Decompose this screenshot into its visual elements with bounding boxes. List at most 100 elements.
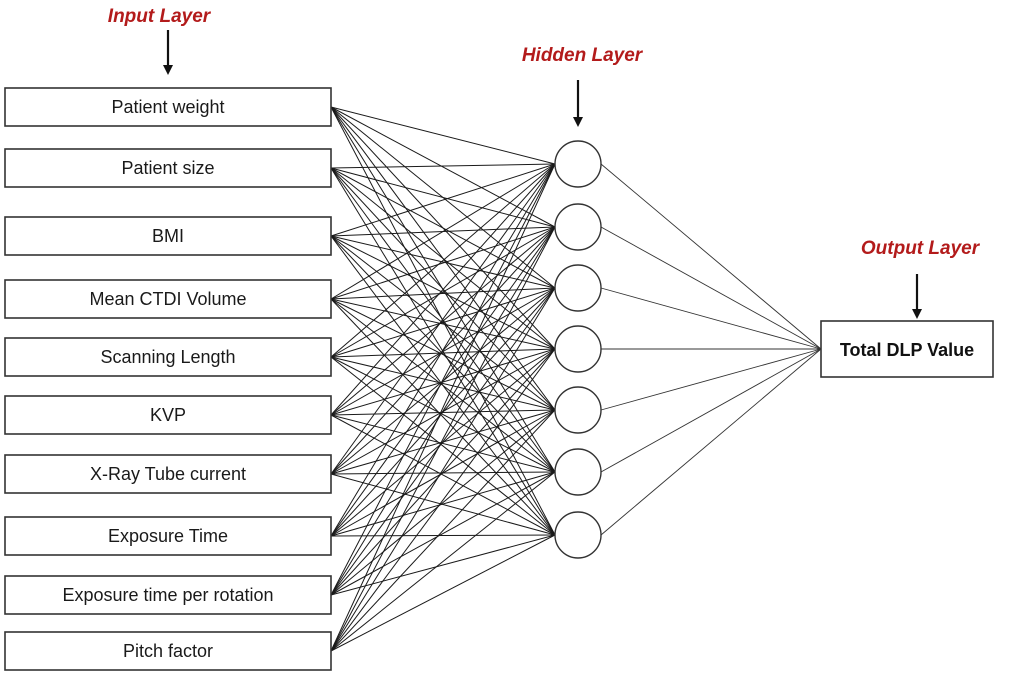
connection-line [330,471,556,652]
input-node: Patient weight [4,87,332,127]
connection-line [330,163,556,300]
output-layer-title: Output Layer [861,238,981,259]
hidden-node [554,325,602,373]
hidden-node [554,448,602,496]
hidden-node [554,386,602,434]
input-node: KVP [4,395,332,435]
input-box [4,87,332,127]
input-box [4,575,332,615]
connection-line [330,167,556,473]
output-connection-line [600,287,822,350]
input-node: BMI [4,216,332,256]
connection-line [330,356,556,536]
connection-line [330,348,556,652]
hidden-node [554,511,602,559]
input-label: BMI [152,226,184,246]
input-label: Mean CTDI Volume [89,289,246,309]
connection-line [330,163,556,237]
connection-line [330,409,556,652]
connection-line [330,356,556,473]
input-box [4,631,332,671]
connection-line [330,226,556,652]
input-label: Exposure Time [108,526,228,546]
connection-line [330,106,556,228]
input-box [4,454,332,494]
connection-line [330,471,556,596]
input-node: Exposure time per rotation [4,575,332,615]
connection-line [330,534,556,537]
connection-line [330,298,556,350]
connection-line [330,287,556,652]
connection-line [330,534,556,652]
connection-line [330,298,556,411]
connection-line [330,163,556,537]
hidden-node [554,203,602,251]
connection-line [330,298,556,536]
connection-line [330,163,556,358]
hidden-layer-title: Hidden Layer [522,45,644,66]
connection-line [330,298,556,473]
input-label: X-Ray Tube current [90,464,246,484]
hidden-node [554,140,602,188]
input-layer-title: Input Layer [108,6,212,27]
input-label: Scanning Length [100,347,235,367]
connection-line [330,226,556,300]
output-connection-line [600,226,822,350]
connection-line [330,163,556,475]
input-box [4,279,332,319]
connection-line [330,348,556,596]
input-label: KVP [150,405,186,425]
connection-line [330,163,556,652]
connection-line [330,167,556,228]
connection-line [330,163,556,416]
connection-line [330,287,556,300]
connection-line [330,471,556,537]
output-connection-line [600,163,822,350]
connection-line [330,163,556,596]
connection-line [330,414,556,536]
connection-line [330,534,556,596]
input-box [4,216,332,256]
input-node: Scanning Length [4,337,332,377]
output-connection-line [600,348,822,411]
input-node: Patient size [4,148,332,188]
connection-line [330,163,556,169]
output-connection-line [600,348,822,536]
connection-line [330,409,556,596]
input-label: Patient size [121,158,214,178]
connection-line [330,226,556,358]
connection-line [330,287,556,537]
connection-line [330,287,556,596]
connection-line [330,356,556,411]
connection-line [330,226,556,416]
connection-line [330,348,556,537]
connection-line [330,348,556,358]
input-box [4,148,332,188]
input-hidden-connections [330,106,556,652]
input-label: Pitch factor [123,641,213,661]
connection-line [330,414,556,473]
input-label: Patient weight [111,97,224,117]
output-label: Total DLP Value [840,340,974,360]
input-box [4,395,332,435]
connection-line [330,287,556,416]
output-box [820,320,994,378]
connection-line [330,287,556,358]
input-node: Mean CTDI Volume [4,279,332,319]
output-node: Total DLP Value [820,320,994,378]
input-box [4,516,332,556]
connection-line [330,106,556,165]
hidden-output-connections [600,163,822,536]
input-box [4,337,332,377]
hidden-node [554,264,602,312]
input-node: Pitch factor [4,631,332,671]
input-label: Exposure time per rotation [62,585,273,605]
input-node: Exposure Time [4,516,332,556]
connection-line [330,226,556,596]
hidden-layer [554,140,602,559]
input-node: X-Ray Tube current [4,454,332,494]
connection-line [330,226,556,537]
